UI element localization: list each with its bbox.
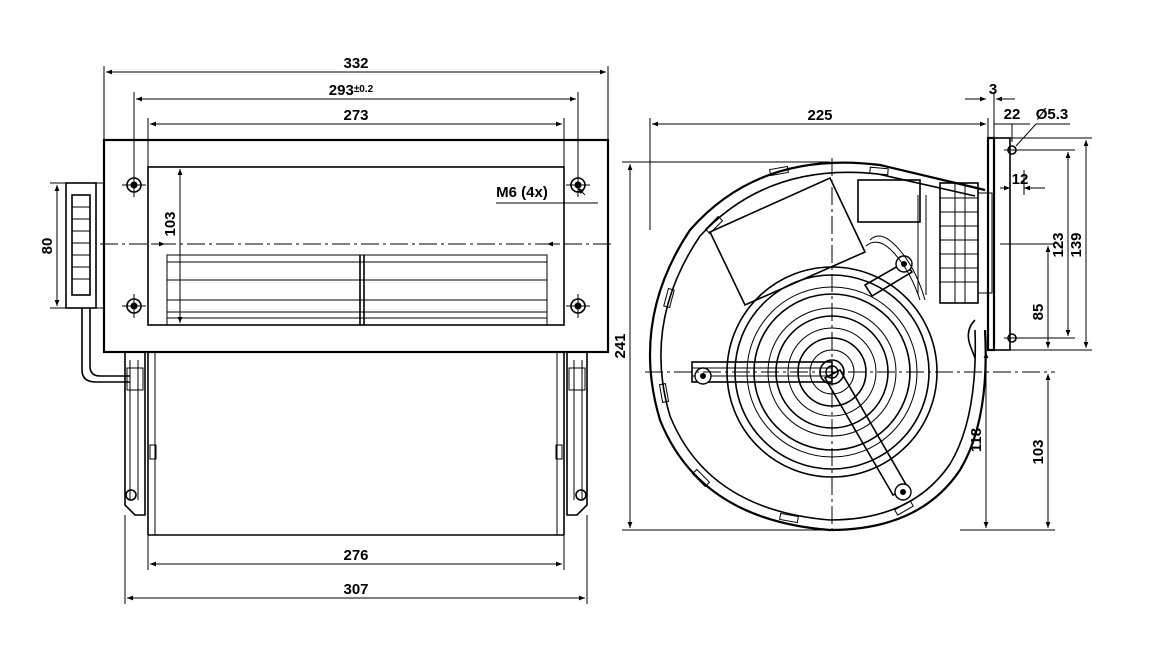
dim-height-123: 123: [1012, 149, 1075, 339]
dim-height-connector: 80: [39, 182, 66, 309]
thread-callout: M6 (4x): [496, 184, 598, 204]
impeller-blades: [166, 254, 548, 326]
dim-flange-offset: 12: [1000, 170, 1045, 195]
hole-callout: Ø5.3: [1015, 106, 1070, 147]
label-80: 80: [39, 238, 56, 255]
scroll-housing: [648, 161, 987, 532]
dim-height-outlet: 103: [152, 169, 560, 323]
label-123: 123: [1050, 232, 1067, 257]
label-293-tol: ±0.2: [354, 84, 374, 95]
side-view: 225 3 22 Ø5.3 12: [612, 81, 1092, 532]
label-m6: M6 (4x): [496, 184, 548, 201]
label-hole-dia: Ø5.3: [1036, 106, 1069, 123]
label-241: 241: [612, 333, 629, 358]
label-103-front: 103: [162, 211, 179, 236]
dim-width-overall: 332: [103, 55, 609, 140]
label-276: 276: [343, 547, 368, 564]
dim-height-118: 118: [960, 352, 1055, 531]
dim-height-103-side: 103: [1030, 374, 1051, 528]
label-3: 3: [989, 81, 997, 98]
wires: [865, 195, 976, 359]
dim-height-overall: 241: [612, 161, 830, 531]
label-plate: [708, 176, 867, 307]
label-225: 225: [807, 107, 832, 124]
dim-width-outlet: 273: [147, 107, 565, 167]
dim-flange-depth: 22: [994, 106, 1030, 142]
label-139: 139: [1068, 232, 1085, 257]
dim-width-holes: 293±0.2: [133, 82, 579, 185]
front-terminal-block: [65, 182, 130, 383]
front-view: 332 293±0.2 273 103 80: [39, 55, 615, 604]
dim-width-base: 276: [147, 535, 565, 570]
label-332: 332: [343, 55, 368, 72]
side-terminal-block: [939, 182, 993, 304]
label-103-side: 103: [1030, 439, 1047, 464]
dim-height-85: 85: [1000, 243, 1055, 348]
dim-height-139: 139: [1010, 137, 1092, 351]
label-22: 22: [1004, 106, 1021, 123]
label-293: 293±0.2: [329, 82, 374, 99]
label-85: 85: [1030, 304, 1047, 321]
housing-slots: [658, 165, 914, 524]
label-118: 118: [968, 428, 985, 452]
label-12: 12: [1012, 171, 1029, 188]
label-307: 307: [343, 581, 368, 598]
front-housing: [124, 352, 588, 536]
dim-width-housing: 225: [649, 107, 989, 230]
front-flange: [102, 138, 610, 354]
label-273: 273: [343, 107, 368, 124]
dim-width-bottom: 307: [124, 515, 588, 604]
capacitor-box: [857, 179, 921, 223]
dim-flange-thickness: 3: [965, 81, 1015, 138]
